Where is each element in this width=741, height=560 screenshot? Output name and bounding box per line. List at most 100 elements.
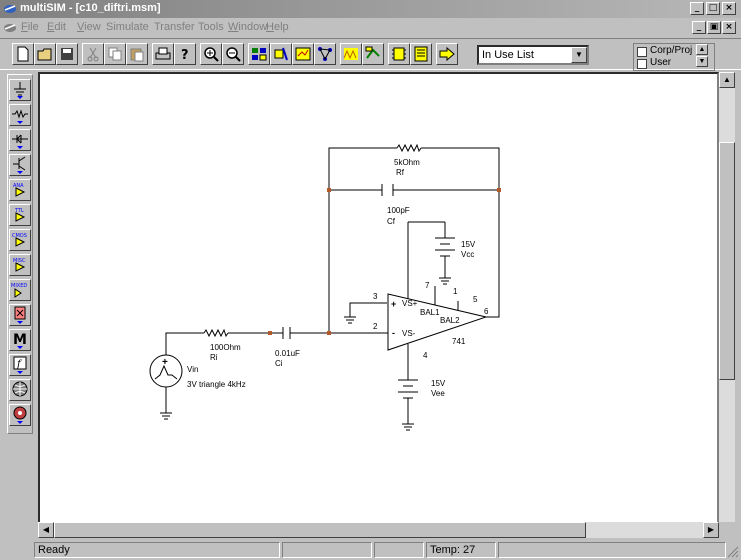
misc-m-label: M: [13, 332, 27, 348]
help-button[interactable]: ?: [174, 43, 196, 65]
open-button[interactable]: [34, 43, 56, 65]
pin-7-label: 7: [425, 281, 430, 290]
chevron-down-icon[interactable]: ▼: [571, 47, 587, 63]
minimize-button[interactable]: _: [690, 2, 704, 15]
menu-file[interactable]: File: [21, 21, 39, 33]
rf-name: Rf: [396, 168, 405, 177]
report-button[interactable]: [362, 43, 384, 65]
scissors-icon: [87, 47, 99, 62]
corp-proj-checkbox[interactable]: [637, 47, 647, 57]
zoom-out-button[interactable]: [222, 43, 244, 65]
parts-bin-indicators[interactable]: [9, 304, 31, 326]
component-db-button[interactable]: [248, 43, 270, 65]
cf-name: Cf: [387, 217, 396, 226]
parts-bin-ttl[interactable]: TTL: [9, 204, 31, 226]
print-button[interactable]: [152, 43, 174, 65]
ground-source-icon: [14, 82, 26, 99]
horizontal-scrollbar[interactable]: ◀ ▶: [38, 522, 719, 538]
parts-bin-analog[interactable]: ANA: [9, 179, 31, 201]
paste-button[interactable]: [126, 43, 148, 65]
parts-bin-mixed[interactable]: MIXED: [9, 279, 31, 301]
menu-edit[interactable]: Edit: [47, 21, 66, 33]
vin-name: Vin: [187, 365, 198, 374]
doc-minimize-button[interactable]: _: [692, 21, 706, 34]
document-icon[interactable]: [3, 21, 17, 35]
horizontal-scroll-thumb[interactable]: [54, 522, 586, 538]
zoom-in-button[interactable]: [200, 43, 222, 65]
scroll-left-arrow-icon[interactable]: ◀: [38, 522, 54, 538]
parts-bin-controls[interactable]: f: [9, 354, 31, 376]
resize-grip-icon[interactable]: [727, 546, 739, 558]
opamp-minus-label: -: [392, 328, 395, 338]
scroll-right-arrow-icon[interactable]: ▶: [703, 522, 719, 538]
vin-plus-label: +: [162, 357, 168, 368]
schematic-diagram: + + - VS+ VS- BAL1 BAL2 3 2 7 1 5 6 4 74…: [149, 143, 501, 431]
component-wizard-button[interactable]: [270, 43, 292, 65]
description-button[interactable]: [410, 43, 432, 65]
spin-down-button[interactable]: ▼: [696, 56, 708, 67]
parts-bin-sources[interactable]: [9, 79, 31, 101]
copy-button[interactable]: [104, 43, 126, 65]
parts-bin-rf[interactable]: [9, 379, 31, 401]
grapher-button[interactable]: [292, 43, 314, 65]
ri-resistor-symbol[interactable]: [203, 328, 229, 338]
project-panel: Corp/Proj User: [633, 43, 715, 71]
maximize-button[interactable]: □: [706, 2, 720, 15]
parts-bin-transistors[interactable]: [9, 154, 31, 176]
spin-up-button[interactable]: ▲: [696, 44, 708, 55]
new-button[interactable]: [12, 43, 34, 65]
parts-bin-diodes[interactable]: [9, 129, 31, 151]
status-message: Ready: [34, 542, 280, 558]
pin-4-label: 4: [423, 351, 428, 360]
menu-help[interactable]: Help: [266, 21, 289, 33]
menu-window[interactable]: Window: [228, 21, 268, 33]
opamp-741-symbol[interactable]: [387, 293, 488, 351]
menu-view[interactable]: View: [77, 21, 101, 33]
toolbar: ?: [0, 38, 741, 71]
user-checkbox[interactable]: [637, 59, 647, 69]
misc-label: MISC: [13, 258, 26, 264]
netlist-button[interactable]: [314, 43, 336, 65]
parts-bin-toolbar: ANA TTL CMOS MISC MIXED M f: [7, 74, 33, 434]
save-button[interactable]: [56, 43, 78, 65]
vertical-scroll-thumb[interactable]: [719, 142, 735, 380]
ci-name: Ci: [275, 359, 283, 368]
menu-transfer[interactable]: Transfer: [154, 21, 195, 33]
pin-6-label: 6: [484, 307, 489, 316]
ri-name: Ri: [210, 353, 218, 362]
vertical-scrollbar[interactable]: ▲: [719, 72, 735, 527]
cut-button[interactable]: [82, 43, 104, 65]
chip-button[interactable]: [388, 43, 410, 65]
ci-value: 0.01uF: [275, 349, 300, 358]
doc-close-button[interactable]: ×: [722, 21, 736, 34]
status-cell-empty-3: [498, 542, 726, 558]
pin-2-label: 2: [373, 322, 378, 331]
parts-bin-basic[interactable]: [9, 104, 31, 126]
parts-bin-cmos[interactable]: CMOS: [9, 229, 31, 251]
opamp-plus-label: +: [391, 299, 396, 309]
transfer-button[interactable]: [436, 43, 458, 65]
doc-restore-button[interactable]: ▣: [707, 21, 721, 34]
vsplus-label: VS+: [402, 299, 418, 308]
parts-bin-misc[interactable]: M: [9, 329, 31, 351]
close-button[interactable]: ×: [722, 2, 736, 15]
globe-icon: [12, 381, 28, 397]
in-use-list-dropdown[interactable]: In Use List ▼: [477, 45, 589, 65]
rf-resistor-symbol[interactable]: [396, 143, 422, 153]
menu-simulate[interactable]: Simulate: [106, 21, 149, 33]
scroll-corner: [719, 522, 735, 538]
menu-tools[interactable]: Tools: [198, 21, 224, 33]
postprocessor-button[interactable]: [340, 43, 362, 65]
copy-icon: [108, 47, 122, 61]
vsminus-label: VS-: [402, 329, 416, 338]
status-cell-empty-2: [374, 542, 424, 558]
bal2-label: BAL2: [440, 316, 460, 325]
vin-desc: 3V triangle 4kHz: [187, 380, 246, 389]
schematic-canvas[interactable]: + + - VS+ VS- BAL1 BAL2 3 2 7 1 5 6 4 74…: [38, 72, 719, 527]
wire-junctions: [268, 188, 501, 335]
scroll-up-arrow-icon[interactable]: ▲: [719, 72, 735, 88]
parts-bin-electromechanical[interactable]: [9, 404, 31, 426]
vcc-value: 15V: [461, 240, 476, 249]
parts-bin-misc-digital[interactable]: MISC: [9, 254, 31, 276]
open-folder-icon: [37, 48, 52, 61]
